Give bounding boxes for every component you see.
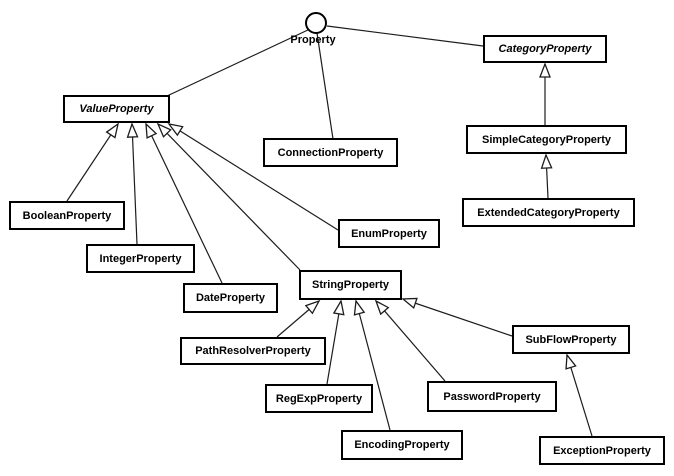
generalization-regexpproperty-stringproperty [326,299,345,385]
class-box-simplecategoryproperty[interactable]: SimpleCategoryProperty [466,125,627,154]
interface-lollipop-icon[interactable] [305,12,327,34]
realization-connectionproperty-property [316,32,334,140]
class-box-subflowproperty[interactable]: SubFlowProperty [512,325,630,354]
generalization-exceptionproperty-subflowproperty [565,353,593,437]
generalization-extendedcategoryproperty-simplecategoryproperty [540,153,553,199]
generalization-dateproperty-valueproperty [145,122,223,284]
generalization-encodingproperty-stringproperty [353,299,391,431]
generalization-subflowproperty-stringproperty [401,297,513,337]
class-box-connectionproperty[interactable]: ConnectionProperty [263,138,398,167]
class-box-regexpproperty[interactable]: RegExpProperty [265,384,373,413]
class-box-valueproperty[interactable]: ValueProperty [63,95,170,123]
class-box-stringproperty[interactable]: StringProperty [299,270,402,300]
class-box-extendedcategoryproperty[interactable]: ExtendedCategoryProperty [462,198,635,227]
class-box-booleanproperty[interactable]: BooleanProperty [9,201,125,230]
generalization-integerproperty-valueproperty [126,122,139,245]
interface-node-property[interactable]: Property [290,34,336,46]
realization-valueproperty-property [166,28,311,97]
class-box-passwordproperty[interactable]: PasswordProperty [427,381,557,412]
class-box-pathresolverproperty[interactable]: PathResolverProperty [180,337,326,365]
generalization-passwordproperty-stringproperty [374,299,446,382]
class-box-dateproperty[interactable]: DateProperty [183,283,278,313]
class-box-categoryproperty[interactable]: CategoryProperty [483,35,607,63]
class-box-integerproperty[interactable]: IntegerProperty [86,244,195,273]
generalization-booleanproperty-valueproperty [66,122,119,202]
class-box-enumproperty[interactable]: EnumProperty [338,219,440,248]
generalization-enumproperty-valueproperty [167,123,339,231]
class-box-exceptionproperty[interactable]: ExceptionProperty [539,436,665,465]
generalization-pathresolverproperty-stringproperty [276,299,321,338]
generalization-stringproperty-valueproperty [156,122,301,271]
class-box-encodingproperty[interactable]: EncodingProperty [341,430,463,460]
realization-categoryproperty-property [326,25,484,47]
